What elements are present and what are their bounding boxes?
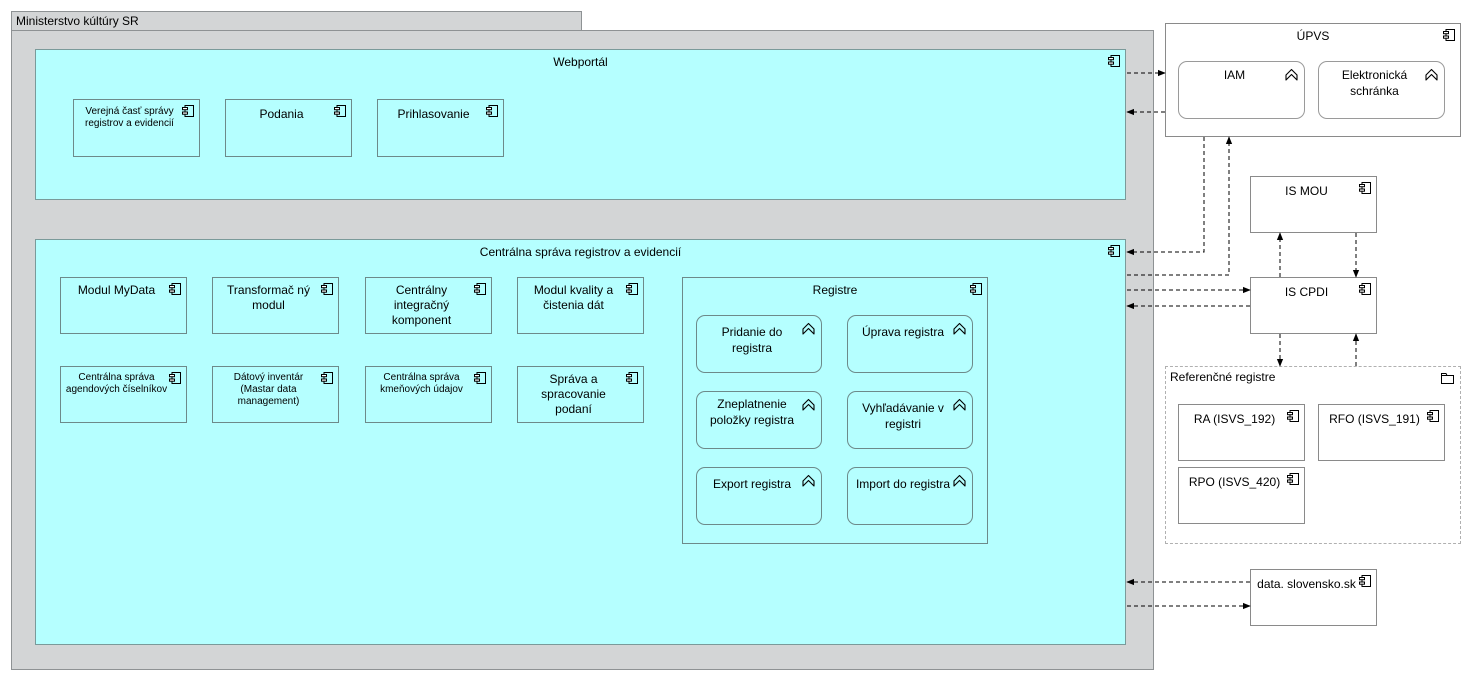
csre-component[interactable]: Modul MyData xyxy=(60,277,187,334)
component-icon xyxy=(486,105,498,117)
csre-component[interactable]: Centrálny integračný komponent xyxy=(365,277,492,334)
service-label: IAM xyxy=(1223,68,1246,82)
is-cpdi-label: IS CPDI xyxy=(1284,285,1329,299)
service-label: Zneplatnenie položky registra xyxy=(709,397,795,427)
csre-component[interactable]: Modul kvality a čistenia dát xyxy=(517,277,644,334)
component-label: Dátový inventár (Mastar data management) xyxy=(233,372,304,407)
upvs-service[interactable]: IAM xyxy=(1178,61,1305,119)
service-icon xyxy=(802,322,815,335)
ref-register-label: RFO (ISVS_191) xyxy=(1329,412,1420,426)
data-slovensko-box[interactable]: data. slovensko.sk xyxy=(1250,569,1377,626)
ref-register-box[interactable]: RFO (ISVS_191) xyxy=(1318,404,1445,461)
csre-title: Centrálna správa registrov a evidencií xyxy=(479,245,682,259)
component-icon xyxy=(1359,283,1371,295)
webportal-component[interactable]: Verejná časť správy registrov a evidenci… xyxy=(73,99,200,157)
csre-component[interactable]: Centrálna správa agendových číselníkov xyxy=(60,366,187,423)
webportal-component[interactable]: Podania xyxy=(225,99,352,157)
service-label: Export registra xyxy=(712,477,792,491)
component-icon xyxy=(1108,55,1120,67)
component-icon xyxy=(1359,575,1371,587)
component-icon xyxy=(1287,473,1299,485)
registre-service[interactable]: Export registra xyxy=(696,467,822,525)
data-slovensko-label: data. slovensko.sk xyxy=(1257,577,1356,591)
ministry-title-text: Ministerstvo kúltúry SR xyxy=(16,14,139,28)
service-label: Elektronická schránka xyxy=(1341,68,1408,98)
csre-component[interactable]: Centrálna správa kmeňových údajov xyxy=(365,366,492,423)
registre-service[interactable]: Vyhľadávanie v registri xyxy=(847,391,973,449)
component-label: Centrálny integračný komponent xyxy=(391,283,452,327)
referencne-registre-title: Referenčné registre xyxy=(1170,370,1276,384)
is-cpdi-box[interactable]: IS CPDI xyxy=(1250,277,1377,334)
component-icon xyxy=(1287,410,1299,422)
component-label: Správa a spracovanie podaní xyxy=(541,372,606,416)
service-icon xyxy=(1285,68,1298,81)
component-label: Prihlasovanie xyxy=(397,107,470,121)
service-icon xyxy=(953,474,966,487)
component-icon xyxy=(169,283,181,295)
ref-register-box[interactable]: RA (ISVS_192) xyxy=(1178,404,1305,461)
service-icon xyxy=(1425,68,1438,81)
registre-service[interactable]: Úprava registra xyxy=(847,315,973,373)
component-icon xyxy=(334,105,346,117)
csre-component[interactable]: Správa a spracovanie podaní xyxy=(517,366,644,423)
component-label: Modul MyData xyxy=(77,283,156,297)
service-icon xyxy=(802,398,815,411)
is-mou-box[interactable]: IS MOU xyxy=(1250,176,1377,233)
webportal-title: Webportál xyxy=(553,55,608,69)
component-label: Podania xyxy=(259,107,304,121)
component-icon xyxy=(1427,410,1439,422)
component-label: Verejná časť správy registrov a evidenci… xyxy=(85,106,174,129)
component-icon xyxy=(1443,29,1455,41)
component-label: Transformač ný modul xyxy=(227,283,310,312)
registre-title: Registre xyxy=(812,283,858,297)
component-icon xyxy=(169,372,181,384)
ref-register-label: RA (ISVS_192) xyxy=(1193,412,1276,426)
csre-component[interactable]: Dátový inventár (Mastar data management) xyxy=(212,366,339,423)
webportal-container: Webportál xyxy=(35,49,1126,200)
upvs-title: ÚPVS xyxy=(1296,29,1330,43)
ref-register-box[interactable]: RPO (ISVS_420) xyxy=(1178,467,1305,524)
service-label: Import do registra xyxy=(855,477,951,491)
registre-service[interactable]: Pridanie do registra xyxy=(696,315,822,373)
service-label: Úprava registra xyxy=(861,325,945,339)
webportal-component[interactable]: Prihlasovanie xyxy=(377,99,504,157)
component-icon xyxy=(182,105,194,117)
component-icon xyxy=(626,283,638,295)
folder-icon xyxy=(1441,373,1454,384)
ref-register-label: RPO (ISVS_420) xyxy=(1188,475,1281,489)
ministry-title: Ministerstvo kúltúry SR xyxy=(11,11,582,31)
service-icon xyxy=(953,322,966,335)
component-icon xyxy=(321,283,333,295)
registre-service[interactable]: Zneplatnenie položky registra xyxy=(696,391,822,449)
service-icon xyxy=(802,474,815,487)
registre-service[interactable]: Import do registra xyxy=(847,467,973,525)
service-label: Vyhľadávanie v registri xyxy=(862,401,944,431)
component-icon xyxy=(970,283,982,295)
component-icon xyxy=(474,283,486,295)
component-icon xyxy=(321,372,333,384)
service-label: Pridanie do registra xyxy=(721,325,783,355)
component-label: Centrálna správa agendových číselníkov xyxy=(65,372,168,395)
service-icon xyxy=(953,398,966,411)
component-label: Modul kvality a čistenia dát xyxy=(533,283,614,312)
csre-component[interactable]: Transformač ný modul xyxy=(212,277,339,334)
component-icon xyxy=(474,372,486,384)
component-label: Centrálna správa kmeňových údajov xyxy=(380,372,463,395)
is-mou-label: IS MOU xyxy=(1285,184,1328,198)
upvs-service[interactable]: Elektronická schránka xyxy=(1318,61,1445,119)
component-icon xyxy=(1359,182,1371,194)
component-icon xyxy=(1108,245,1120,257)
component-icon xyxy=(626,372,638,384)
